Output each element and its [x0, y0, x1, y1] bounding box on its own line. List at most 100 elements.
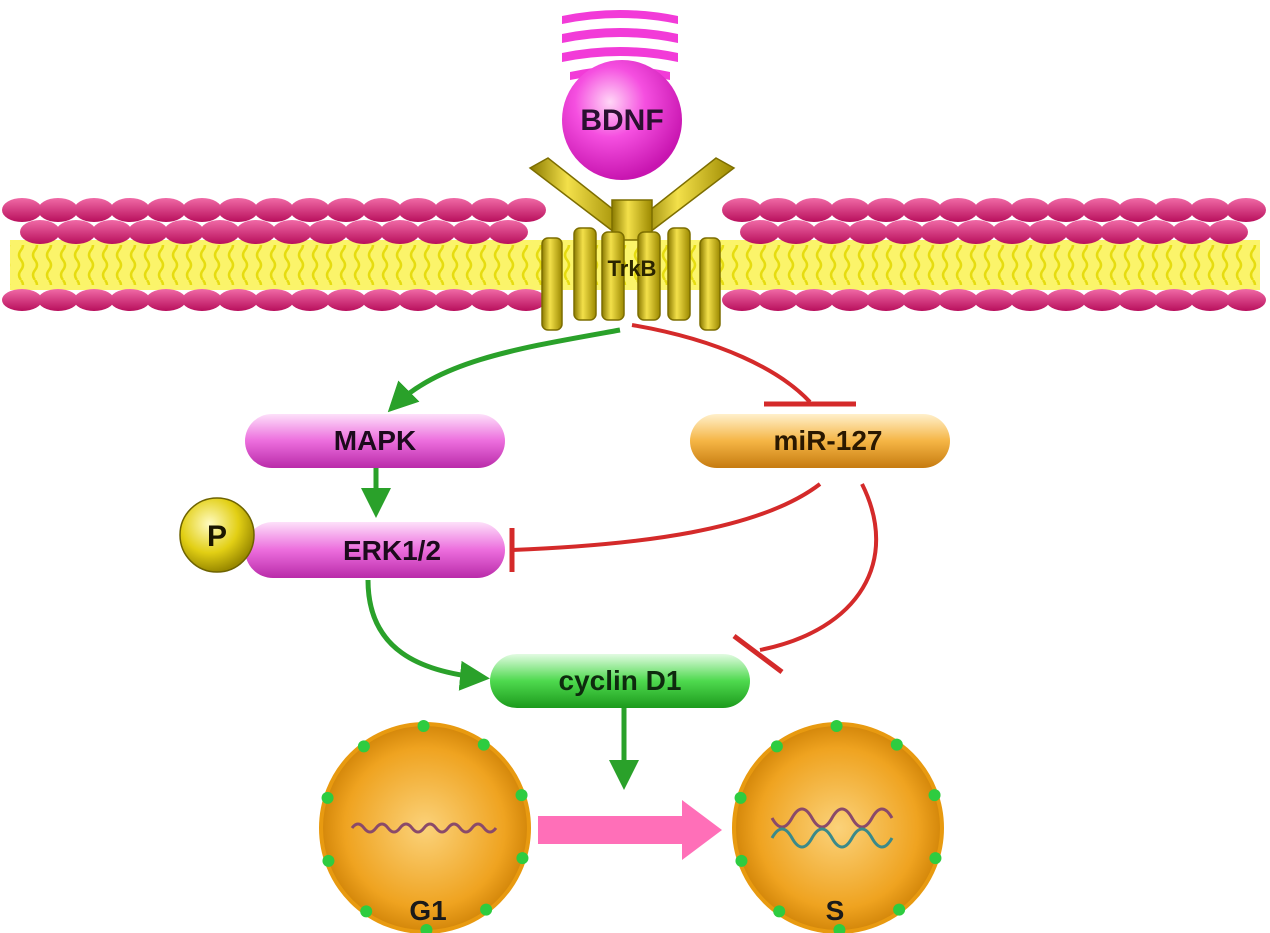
receptor-helix-1	[541, 237, 563, 331]
membrane-head	[902, 289, 942, 311]
membrane-head	[974, 289, 1014, 311]
mir127-to-cyclin-inhibition	[759, 483, 879, 652]
cell-membrane-marker	[890, 738, 903, 751]
membrane-head	[956, 220, 996, 244]
s-chromatin-strand-2	[770, 827, 894, 849]
cell-membrane-marker	[734, 791, 747, 804]
receptor-helix-4	[637, 231, 661, 321]
membrane-head	[812, 220, 852, 244]
membrane-head	[362, 289, 402, 311]
cell-membrane-marker	[420, 923, 433, 933]
membrane-head	[200, 220, 240, 244]
cell-membrane-marker	[322, 854, 335, 867]
node-erk: ERK1/2 P	[179, 497, 505, 578]
membrane-head	[1154, 289, 1194, 311]
membrane-head	[1190, 289, 1230, 311]
cell-membrane-marker	[417, 720, 430, 733]
membrane-head	[902, 198, 942, 222]
membrane-head	[848, 220, 888, 244]
membrane-head	[344, 220, 384, 244]
cyclin-pill	[490, 654, 750, 708]
erk-to-cyclin-activation	[365, 579, 490, 691]
cell-membrane-marker	[830, 720, 843, 733]
cell-g1: G1	[319, 720, 531, 933]
membrane-head	[776, 220, 816, 244]
membrane-head	[218, 198, 258, 222]
membrane-head	[722, 198, 762, 222]
membrane-head	[398, 289, 438, 311]
membrane-head	[38, 289, 78, 311]
receptor-helix-5	[667, 227, 691, 321]
membrane-head	[758, 198, 798, 222]
cell-membrane-marker	[321, 791, 334, 804]
membrane-head	[236, 220, 276, 244]
membrane-head	[470, 289, 510, 311]
inhibition-bar-cyclin	[732, 634, 784, 674]
ligand-label: BDNF	[580, 104, 663, 137]
membrane-head	[1118, 289, 1158, 311]
membrane-head	[452, 220, 492, 244]
cell-membrane-marker	[357, 740, 370, 753]
membrane-head	[128, 220, 168, 244]
membrane-head	[1010, 198, 1050, 222]
cell-membrane-marker	[773, 905, 786, 918]
membrane-head	[1154, 198, 1194, 222]
membrane-head	[254, 198, 294, 222]
membrane-head	[380, 220, 420, 244]
phosphate-circle	[179, 497, 255, 573]
membrane-head	[1028, 220, 1068, 244]
membrane-head	[398, 198, 438, 222]
membrane-head	[290, 289, 330, 311]
membrane-head	[326, 289, 366, 311]
mapk-label: MAPK	[334, 425, 416, 456]
membrane-head	[920, 220, 960, 244]
cell-membrane-marker	[515, 789, 528, 802]
membrane-head	[722, 289, 762, 311]
membrane-upper-heads	[2, 198, 1266, 244]
membrane-head	[20, 220, 60, 244]
receptor-helix-6	[699, 237, 721, 331]
membrane-lower-heads	[2, 289, 1266, 311]
g1-chromatin	[350, 822, 498, 834]
mapk-pill	[245, 414, 505, 468]
s-chromatin-strand-1	[770, 807, 894, 829]
cell-membrane-marker	[516, 852, 529, 865]
membrane-head	[992, 220, 1032, 244]
membrane-head	[758, 289, 798, 311]
node-mapk: MAPK	[245, 414, 505, 468]
cell-membrane-marker	[893, 903, 906, 916]
membrane-head	[830, 198, 870, 222]
ligand-tail-3	[562, 47, 678, 62]
membrane-head	[74, 289, 114, 311]
membrane-head	[2, 198, 42, 222]
membrane-head	[794, 289, 834, 311]
node-mir127: miR-127	[690, 414, 950, 468]
membrane-head	[740, 220, 780, 244]
membrane-head	[1082, 289, 1122, 311]
bdnf-ligand: BDNF	[562, 10, 682, 180]
membrane-head	[488, 220, 528, 244]
membrane-head	[182, 289, 222, 311]
membrane-head	[1100, 220, 1140, 244]
mir127-pill	[690, 414, 950, 468]
erk-pill	[245, 522, 505, 578]
receptor-label: TrkB	[608, 256, 657, 281]
transition-arrow-shape	[538, 800, 722, 860]
receptor-helix-3	[601, 231, 625, 321]
membrane-head	[974, 198, 1014, 222]
cell-membrane-marker	[833, 923, 846, 933]
membrane-head	[794, 198, 834, 222]
membrane-head	[1046, 289, 1086, 311]
cell-membrane-marker	[360, 905, 373, 918]
membrane-head	[938, 289, 978, 311]
membrane-head	[506, 198, 546, 222]
membrane-head	[434, 198, 474, 222]
membrane-head	[38, 198, 78, 222]
trkb-to-mapk-activation	[387, 327, 621, 413]
membrane-head	[830, 289, 870, 311]
membrane-head	[1046, 198, 1086, 222]
phosphate-label: P	[207, 520, 227, 553]
membrane-head	[146, 289, 186, 311]
mir127-label: miR-127	[774, 425, 883, 456]
s-label: S	[826, 895, 845, 926]
